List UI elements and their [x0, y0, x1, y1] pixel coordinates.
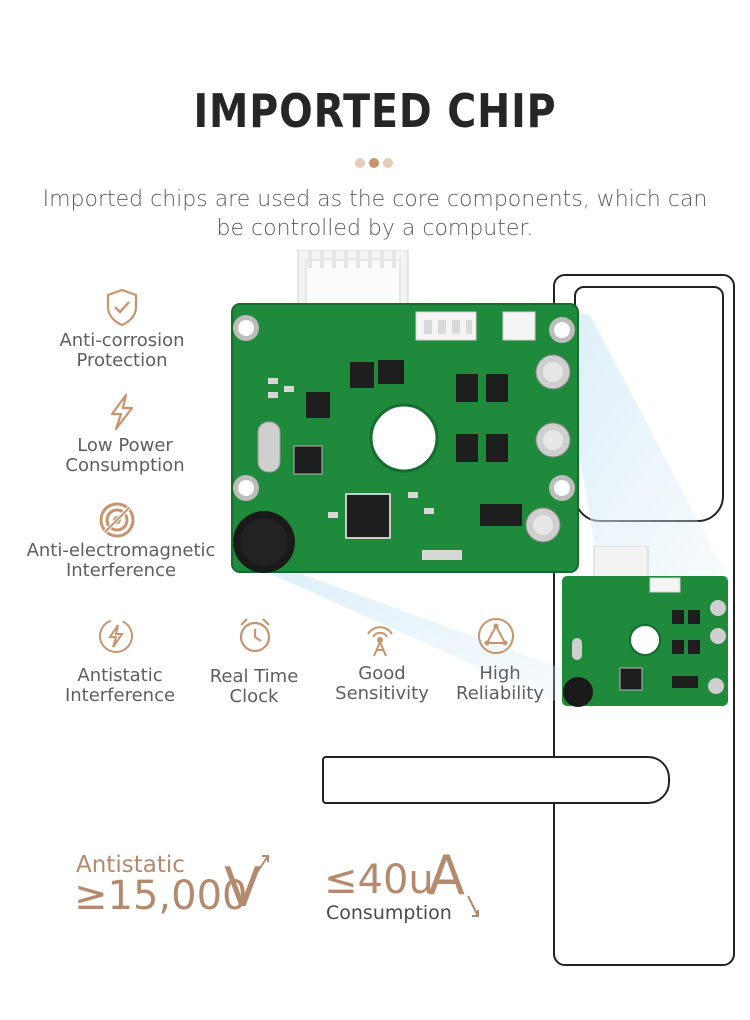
- page-title: IMPORTED CHIP: [193, 84, 557, 138]
- feature-label-line1: Good: [358, 663, 406, 684]
- stat-consumption-label: Consumption: [326, 902, 452, 924]
- lock-handle-outline: [322, 756, 670, 804]
- lock-body-outline: [553, 274, 735, 966]
- signal-target-icon: [99, 502, 135, 538]
- stat-consumption-value: ≤40u: [324, 857, 434, 903]
- triangle-nodes-icon: [478, 618, 514, 654]
- subtitle-line-1: Imported chips are used as the core comp…: [42, 187, 708, 212]
- feature-label-line2: Reliability: [456, 683, 544, 704]
- stat-antistatic-unit: V: [224, 856, 261, 919]
- feature-label-line2: Interference: [64, 685, 176, 706]
- feature-label-line2: Sensitivity: [335, 683, 429, 704]
- subtitle-line-2: be controlled by a computer.: [216, 216, 534, 241]
- feature-label-line1: Anti-electromagnetic: [26, 540, 216, 561]
- feature-label-line1: Antistatic: [77, 665, 163, 686]
- feature-label-line1: Real Time: [209, 666, 299, 687]
- lightning-icon: [110, 393, 134, 431]
- arrow-down-icon: [467, 895, 479, 917]
- stat-consumption-unit: A: [428, 844, 465, 907]
- feature-label-line2: Clock: [229, 686, 279, 707]
- arrow-up-icon: [255, 855, 269, 875]
- feature-label-line1: Anti-corrosion: [59, 330, 185, 351]
- glow-bottom: [240, 560, 566, 706]
- pcb-board-small: [562, 546, 728, 707]
- feature-label-line2: Protection: [76, 350, 168, 371]
- dot-right: [383, 158, 393, 168]
- dot-middle: [369, 158, 379, 168]
- alarm-clock-icon: [239, 618, 271, 653]
- subtitle: Imported chips are used as the core comp…: [20, 185, 730, 243]
- stat-antistatic-label: Antistatic: [76, 852, 185, 878]
- pcb-board-large: [231, 250, 579, 573]
- stat-antistatic-value: ≥15,000: [74, 873, 248, 919]
- stat-consumption: ≤40u A Consumption: [324, 846, 494, 930]
- feature-label-line2: Consumption: [65, 455, 185, 476]
- feature-label-line1: Low Power: [77, 435, 173, 456]
- title-dots: [355, 158, 395, 170]
- dot-left: [355, 158, 365, 168]
- antistatic-icon: [99, 619, 133, 653]
- shield-check-icon: [106, 288, 138, 327]
- feature-label-line1: High: [479, 663, 521, 684]
- stat-antistatic: Antistatic ≥15,000 V: [74, 852, 286, 922]
- feature-label-line2: Interference: [65, 560, 177, 581]
- glow-top: [555, 310, 728, 578]
- antenna-icon: [367, 626, 393, 657]
